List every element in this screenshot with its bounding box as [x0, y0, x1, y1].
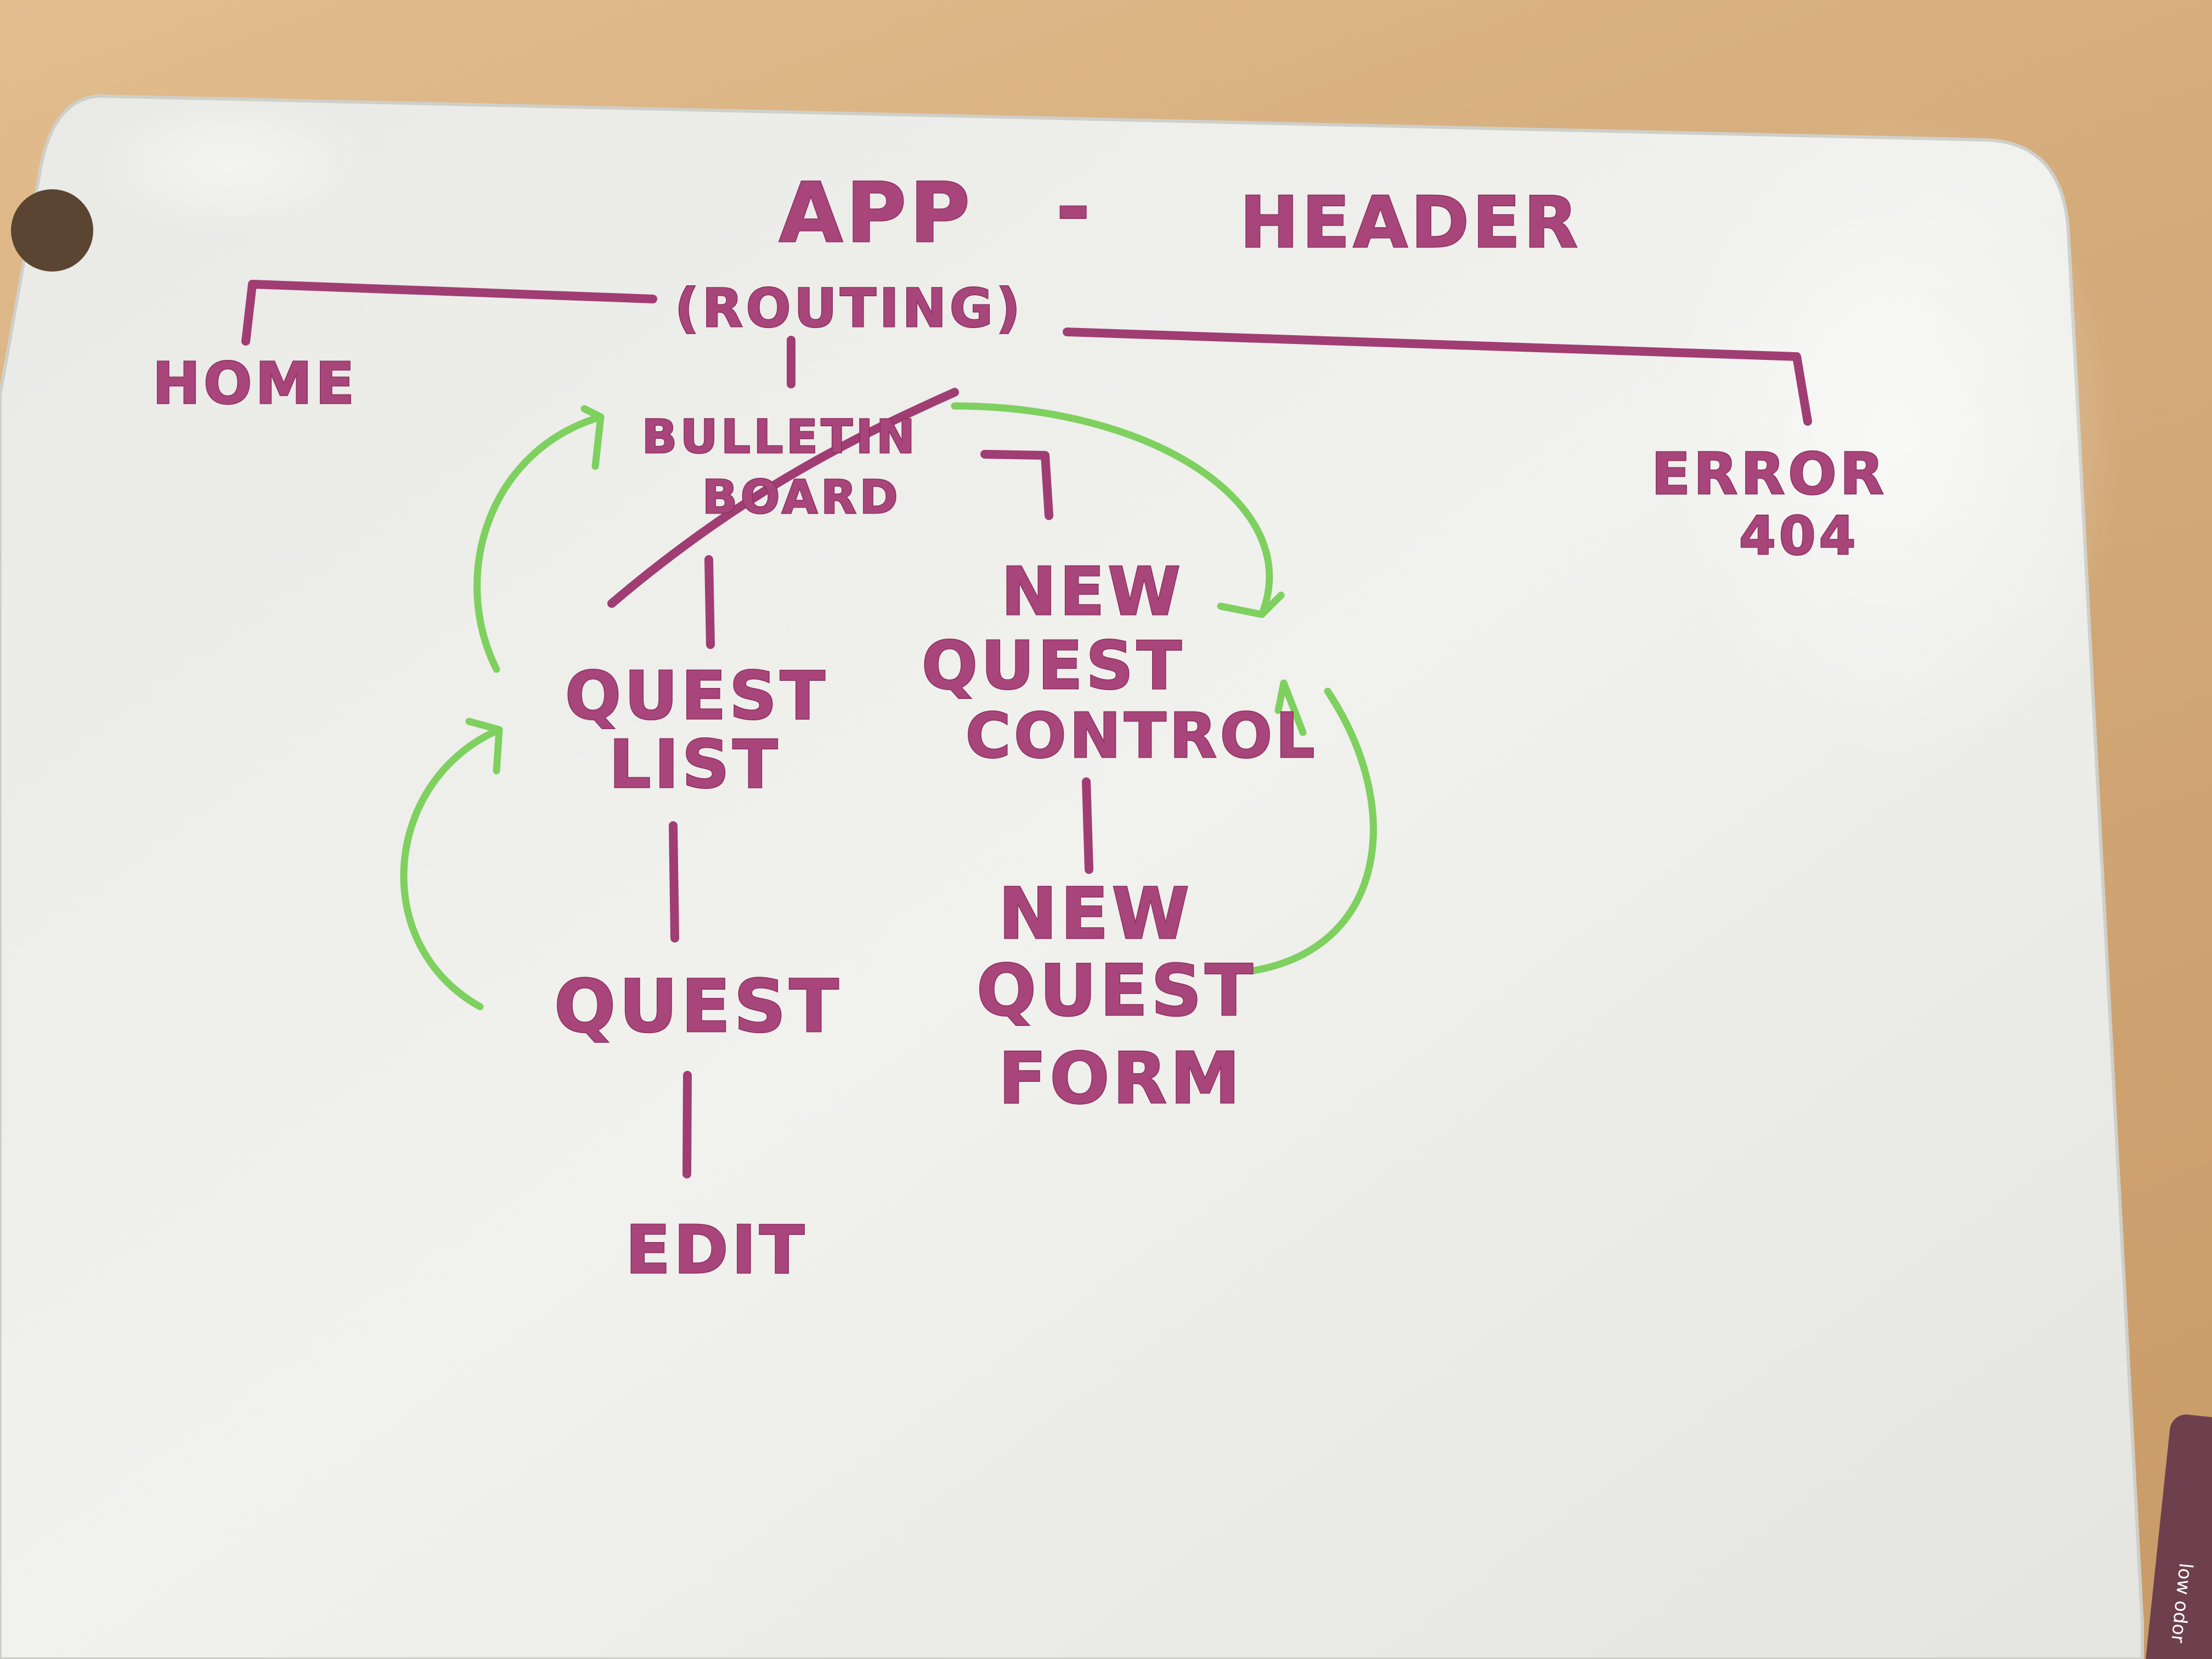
node-header: HEADER [1240, 182, 1581, 264]
board-hole [11, 189, 93, 272]
node-new-quest-form-line2: QUEST [977, 950, 1256, 1032]
board-glare [1662, 110, 2123, 768]
node-new-quest-control-line3: CONTROL [966, 701, 1318, 772]
board-glare-top [88, 93, 373, 236]
tree-connectors [241, 280, 1812, 1178]
node-error-code: 404 [1739, 505, 1859, 567]
green-arrows [400, 402, 1377, 1011]
whiteboard-surface [0, 94, 2144, 1659]
node-routing: (ROUTING) [675, 278, 1024, 339]
strike-through [607, 388, 959, 608]
node-bulletin-board-line1: BULLETIN [642, 410, 918, 464]
node-new-quest-form-line1: NEW [998, 873, 1193, 955]
node-new-quest-control-line2: QUEST [922, 628, 1185, 704]
node-bulletin-board-line2: BOARD [702, 470, 901, 524]
node-error: ERROR [1651, 441, 1887, 507]
node-new-quest-control-line1: NEW [1001, 554, 1184, 630]
node-dash: - [1056, 160, 1093, 256]
node-app: APP [779, 166, 973, 261]
node-edit: EDIT [625, 1212, 808, 1289]
marker-pen: low odor [2143, 1414, 2212, 1659]
node-quest-list-line2: LIST [609, 727, 781, 803]
node-new-quest-form-line3: FORM [998, 1038, 1243, 1120]
node-quest-list-line1: QUEST [565, 658, 828, 735]
node-home: HOME [153, 350, 358, 417]
node-quest: QUEST [554, 964, 842, 1049]
